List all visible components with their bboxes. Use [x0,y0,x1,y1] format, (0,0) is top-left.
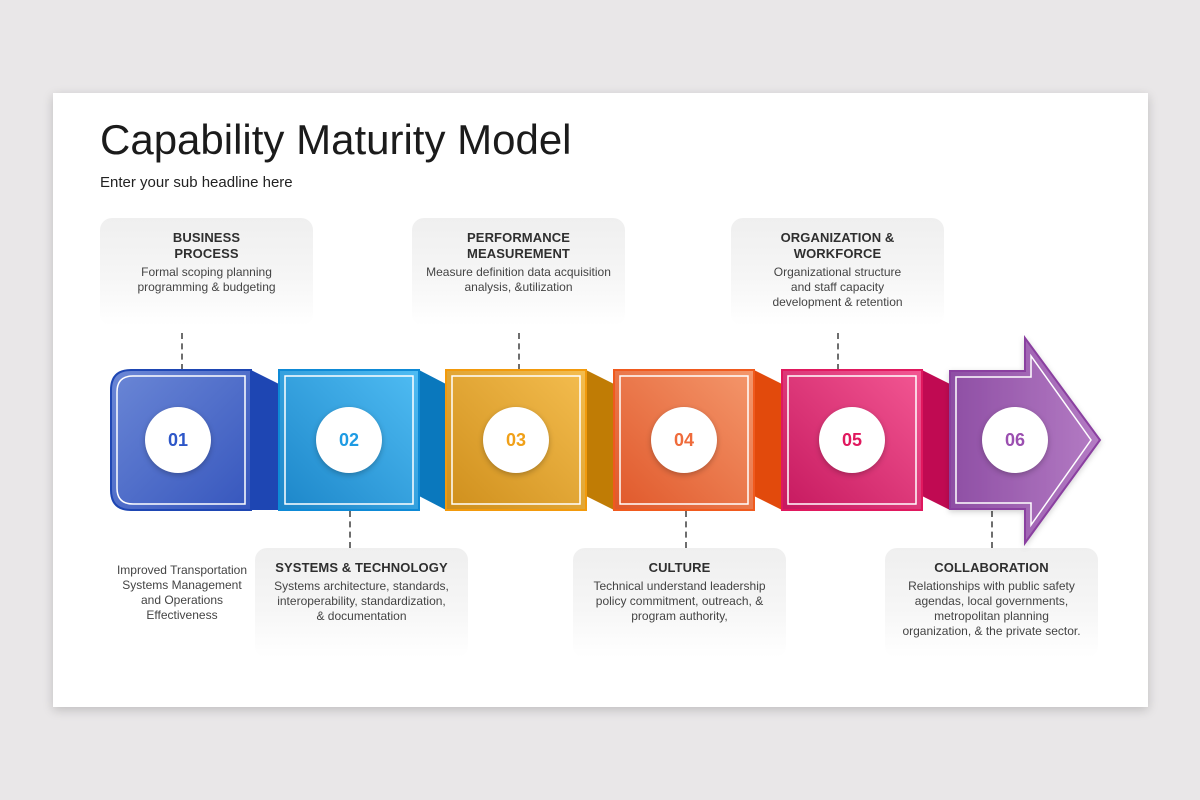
step-number-01: 01 [145,407,211,473]
card-text: Relationships with public safety agendas… [902,579,1081,638]
card-organization-workforce: ORGANIZATION & WORKFORCE Organizational … [731,218,944,326]
step-number-05: 05 [819,407,885,473]
connector-05 [837,333,839,370]
cube-04-side [754,370,782,510]
cube-02-side [419,370,446,510]
outcome-note: Improved Transportation Systems Manageme… [116,563,248,622]
connector-04 [685,511,687,548]
connector-06 [991,511,993,548]
page-title: Capability Maturity Model [100,116,572,163]
step-number-03: 03 [483,407,549,473]
step-number-04: 04 [651,407,717,473]
connector-01 [181,333,183,370]
card-text: Measure definition data acquisition anal… [426,265,611,294]
card-title: PERFORMANCE MEASUREMENT [467,230,570,261]
card-culture: CULTURE Technical understand leadership … [573,548,786,658]
card-systems-technology: SYSTEMS & TECHNOLOGY Systems architectur… [255,548,468,658]
connector-02 [349,511,351,548]
connector-03 [518,333,520,370]
card-collaboration: COLLABORATION Relationships with public … [885,548,1098,658]
card-business-process: BUSINESS PROCESS Formal scoping planning… [100,218,313,326]
card-title: SYSTEMS & TECHNOLOGY [275,560,448,575]
card-title: ORGANIZATION & WORKFORCE [780,230,895,261]
card-text: Formal scoping planning programming & bu… [137,265,276,294]
cube-03-side [586,370,614,510]
card-title: BUSINESS PROCESS [172,230,241,261]
card-title: COLLABORATION [934,560,1049,575]
card-text: Systems architecture, standards, interop… [274,579,449,623]
card-text: Technical understand leadership policy c… [593,579,766,623]
step-number-06: 06 [982,407,1048,473]
cube-05-side [922,370,950,510]
cube-01-side [251,370,279,510]
step-number-02: 02 [316,407,382,473]
card-text: Organizational structure and staff capac… [772,265,903,309]
cube-03 [445,369,587,511]
card-performance-measurement: PERFORMANCE MEASUREMENT Measure definiti… [412,218,625,326]
cube-02 [278,369,420,511]
subtitle: Enter your sub headline here [100,174,293,191]
card-title: CULTURE [648,560,711,575]
